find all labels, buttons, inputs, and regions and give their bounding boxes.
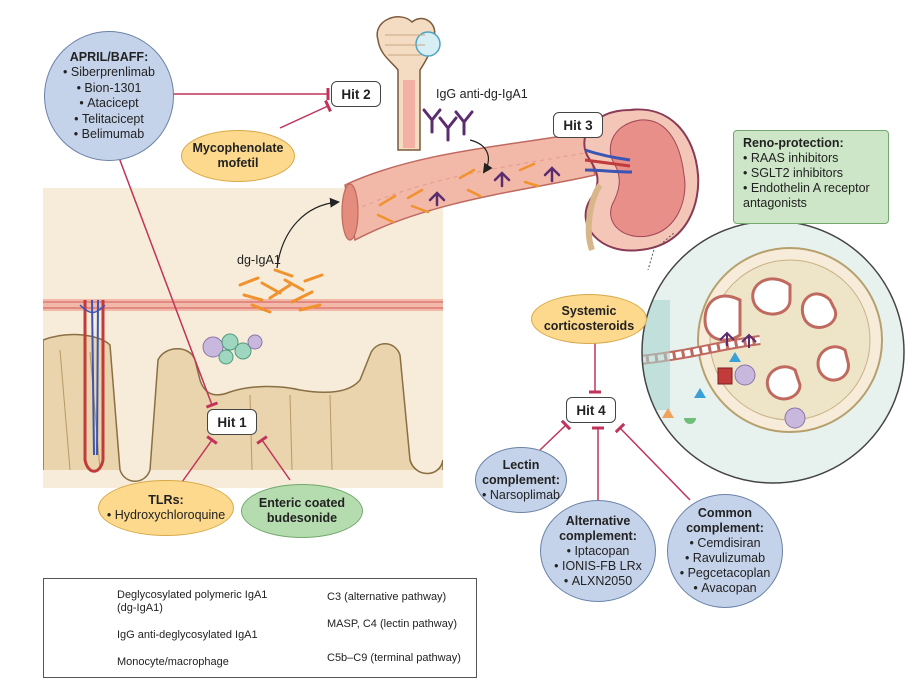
april-baff-item: Belimumab <box>63 127 155 143</box>
glomerulus-zoom <box>641 220 905 484</box>
common-list: Cemdisiran Ravulizumab Pegcetacoplan Ava… <box>680 536 771 596</box>
lectin-title: complement: <box>482 472 560 487</box>
immune-cell-cluster <box>202 333 263 365</box>
hit1-box: Hit 1 <box>207 409 257 435</box>
legend-c3-label: C3 (alternative pathway) <box>327 591 447 603</box>
blood-vessel <box>341 131 596 242</box>
dg-iga1-label: dg-IgA1 <box>237 253 281 267</box>
reno-protection-node: Reno-protection: RAAS inhibitors SGLT2 i… <box>733 130 889 224</box>
alternative-item: Iptacopan <box>554 544 642 559</box>
inhibit-lectin-hit4 <box>539 419 572 451</box>
april-baff-node: APRIL/BAFF: Siberprenlimab Bion-1301 Ata… <box>44 31 174 161</box>
villus-capillary <box>79 299 106 473</box>
alternative-item: ALXN2050 <box>554 574 642 589</box>
alternative-title: Alternative <box>565 513 631 528</box>
lectin-item: Narsoplimab <box>482 488 560 503</box>
alternative-list: Iptacopan IONIS-FB LRx ALXN2050 <box>554 544 642 589</box>
enteric-line: budesonide <box>266 511 338 525</box>
common-title: Common <box>697 506 753 520</box>
vessel-dg-iga1-complexes <box>376 162 540 224</box>
hit3-box: Hit 3 <box>553 112 603 138</box>
enteric-line: Enteric coated <box>258 496 346 510</box>
legend-c5b-label: C5b–C9 (terminal pathway) <box>327 652 461 664</box>
lectin-list: Narsoplimab <box>482 488 560 503</box>
legend-monocyte-label: Monocyte/macrophage <box>117 656 229 668</box>
reno-item: RAAS inhibitors <box>743 151 879 166</box>
tlrs-list: Hydroxychloroquine <box>107 508 225 523</box>
common-item: Ravulizumab <box>680 551 771 566</box>
lectin-title: Lectin <box>502 457 540 472</box>
dg-iga1-flow-arrow <box>276 197 340 269</box>
mycophenolate-line: mofetil <box>217 156 259 170</box>
tlrs-title: TLRs: <box>148 493 184 507</box>
reno-title: Reno-protection: <box>743 136 844 150</box>
common-item: Cemdisiran <box>680 536 771 551</box>
bone-marrow-illustration <box>376 16 441 151</box>
april-baff-item: Bion-1301 <box>63 81 155 97</box>
inhibit-april-hit1 <box>117 154 219 409</box>
mycophenolate-node: Mycophenolate mofetil <box>181 130 295 182</box>
reno-item: Endothelin A receptor antagonists <box>743 181 879 211</box>
zoom-connector-1 <box>659 231 676 246</box>
alternative-complement-node: Alternative complement: Iptacopan IONIS-… <box>540 500 656 602</box>
legend-dg-line1: Deglycosylated polymeric IgA1 <box>117 589 268 601</box>
hit2-box: Hit 2 <box>331 81 381 107</box>
inhibit-tlrs-hit1 <box>181 435 218 483</box>
igg-anti-label: IgG anti-dg-IgA1 <box>436 87 528 101</box>
inhibition-lines <box>117 88 691 501</box>
lectin-complement-node: Lectin complement: Narsoplimab <box>475 447 567 513</box>
inhibit-budesonide-hit1 <box>256 435 291 481</box>
reno-list: RAAS inhibitors SGLT2 inhibitors Endothe… <box>743 151 879 211</box>
common-title: complement: <box>686 521 764 535</box>
april-baff-list: Siberprenlimab Bion-1301 Atacicept Telit… <box>63 65 155 143</box>
legend-dg-line2: (dg-IgA1) <box>117 602 163 614</box>
reno-item: SGLT2 inhibitors <box>743 166 879 181</box>
intestine-tissue <box>43 188 443 488</box>
legend-dg-iga1-label: Deglycosylated polymeric IgA1 (dg-IgA1) <box>117 589 267 615</box>
alternative-title: complement: <box>559 528 637 543</box>
igg-flow-arrow <box>469 139 493 174</box>
dg-iga1-aggregate <box>238 268 324 314</box>
inhibit-mmf-hit2 <box>279 99 332 129</box>
april-baff-item: Telitacicept <box>63 112 155 128</box>
tlrs-item: Hydroxychloroquine <box>107 508 225 523</box>
kidney-illustration <box>583 108 700 252</box>
submucosa-vessel-band <box>43 299 443 311</box>
alternative-item: IONIS-FB LRx <box>554 559 642 574</box>
common-item: Avacopan <box>680 581 771 596</box>
systemic-line: Systemic <box>561 304 617 318</box>
common-complement-node: Common complement: Cemdisiran Ravulizuma… <box>667 494 783 608</box>
common-item: Pegcetacoplan <box>680 566 771 581</box>
enteric-budesonide-node: Enteric coated budesonide <box>241 484 363 538</box>
legend-igg-label: IgG anti-deglycosylated IgA1 <box>117 629 258 641</box>
inhibit-common-hit4 <box>614 422 691 501</box>
hit4-box: Hit 4 <box>566 397 616 423</box>
zoom-connector-2 <box>647 245 656 271</box>
systemic-corticosteroids-node: Systemic corticosteroids <box>531 294 647 344</box>
legend-masp-label: MASP, C4 (lectin pathway) <box>327 618 458 630</box>
tlrs-node: TLRs: Hydroxychloroquine <box>98 480 234 536</box>
systemic-line: corticosteroids <box>543 319 635 333</box>
april-baff-title: APRIL/BAFF: <box>69 49 149 64</box>
april-baff-item: Atacicept <box>63 96 155 112</box>
legend-box: Deglycosylated polymeric IgA1 (dg-IgA1) … <box>43 578 477 678</box>
april-baff-item: Siberprenlimab <box>63 65 155 81</box>
mycophenolate-line: Mycophenolate <box>192 141 284 155</box>
vessel-igg-antibodies <box>428 166 561 207</box>
free-igg-antibodies <box>422 108 474 142</box>
